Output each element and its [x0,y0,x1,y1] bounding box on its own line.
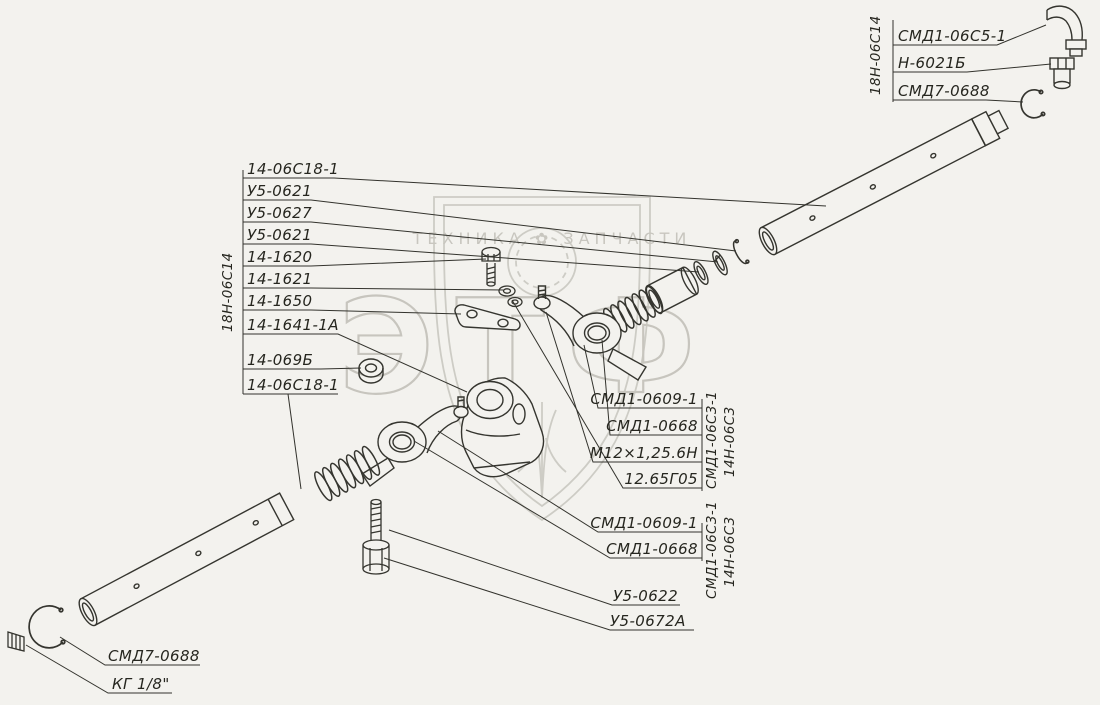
rocker-stand [460,377,545,478]
part-label-bolt-washer: 14-1621 [247,270,313,288]
part-label-stand: 14-1641-1А [247,316,339,334]
watermark-tagline: ТЕХНИКА ✿ ЗАПЧАСТИ [412,229,692,248]
adjusting-screw-upper [533,285,551,310]
snap-ring-lower-left [28,605,66,649]
part-label-spring-washer: 12.65Г05 [624,470,698,488]
upper-rocker-shaft [758,109,1010,256]
part-label-banjo-bolt: Н-6021Б [898,54,966,72]
part-label-oil-pipe: СМД1-06С5-1 [898,27,1007,45]
part-label-washer-1: У5-0621 [247,182,313,200]
part-label-lock-washer: У5-0627 [247,204,313,222]
part-label-snap-ring-top: СМД7-0688 [898,82,990,100]
part-label-shaft-lower: 14-06С18-1 [247,376,340,394]
shaft-bolt [362,498,390,575]
oil-feed-fitting [1046,5,1087,90]
adjusting-screw-lower [453,396,469,419]
part-label-washer-2: У5-0621 [247,226,313,244]
lock-washer [712,250,728,276]
part-label-nut: 14-069Б [247,351,314,369]
group-label-rocker-asm-1b: 14Н-06С3 [722,406,738,477]
lock-plate [454,304,521,331]
group-label-top-right-shaft: 18Н-06С14 [868,15,884,95]
part-label-shaft-bolt-washer: У5-0672А [610,612,686,630]
part-label-shaft-upper: 14-06С18-1 [247,160,340,178]
washer-upper-1 [732,238,750,265]
part-label-bushing-lower: СМД1-0668 [606,540,698,558]
coil-spring-lower [314,445,381,502]
group-label-left-shaft: 18Н-06С14 [220,252,236,332]
part-label-taper-plug: КГ 1/8" [112,675,170,693]
washer-upper-2 [693,261,709,285]
stand-washers [498,285,523,308]
part-label-adjust-nut: М12×1,25.6Н [590,444,698,462]
group-label-rocker-asm-2a: СМД1-06С3-1 [704,500,720,599]
part-label-bushing-upper: СМД1-0668 [606,417,698,435]
part-label-bolt: 14-1620 [247,248,313,266]
part-label-lock-plate: 14-1650 [247,292,313,310]
part-label-shaft-bolt: У5-0622 [613,587,679,605]
part-label-snap-ring-bottom: СМД7-0688 [108,647,200,665]
stand-bolt [481,246,501,287]
lower-rocker-shaft [78,492,295,627]
taper-plug [7,631,25,652]
group-label-rocker-asm-2b: 14Н-06С3 [722,516,738,587]
part-label-rocker-upper: СМД1-0609-1 [590,390,698,408]
group-label-rocker-asm-1a: СМД1-06С3-1 [704,390,720,489]
leader-lines [25,20,1052,694]
snap-ring-upper-right [1020,89,1046,119]
stand-nut [358,358,384,384]
part-label-rocker-lower: СМД1-0609-1 [590,514,698,532]
upper-rocker-arm [533,285,647,381]
